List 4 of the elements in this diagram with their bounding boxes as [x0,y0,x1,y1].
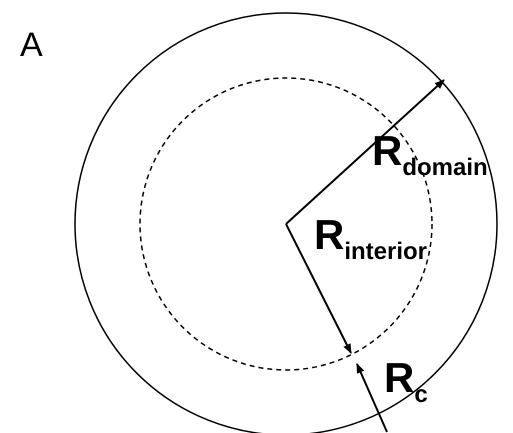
dimension-label: R$_{interior}$ [314,214,428,264]
panel-letter: A [20,28,43,62]
dimension-label: R$_{c}$ [384,357,428,407]
dimension-label: R$_{domain}$ [372,130,488,180]
